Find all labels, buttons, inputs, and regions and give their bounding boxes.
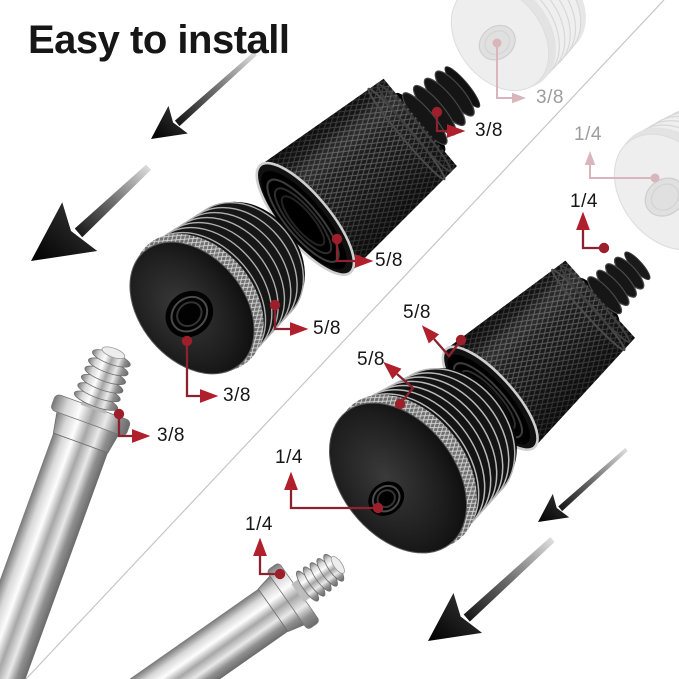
annotations-layer: [113, 38, 660, 580]
leader-ghost-right-1-4: [584, 151, 655, 179]
leader-midleft-female-3-8: [185, 341, 219, 403]
mid-left-adapter-3-8-to-5-8: [129, 201, 305, 375]
leader-right-male-1-4: [576, 211, 604, 250]
label-bottomdisc-adapter-male-thread: 5/8: [357, 349, 385, 370]
dot-ghost-right-1-4: [650, 173, 660, 183]
swoosh-arrow-upper-left-big: [31, 164, 151, 261]
leader-bottomdisc-female-1-4: [284, 471, 378, 510]
ghost-adapter-right: [613, 104, 679, 251]
label-ghost-top-adapter-thread: 3/8: [536, 87, 564, 108]
dot-ghost-top-3-8: [492, 38, 502, 48]
diagonal-divider-line: [25, 0, 665, 679]
dot-top-female-5-8: [331, 233, 343, 245]
label-bottom-rod-thread: 1/4: [245, 514, 273, 535]
label-right-adapter-female-thread: 5/8: [403, 302, 431, 323]
leader-top-female-5-8: [335, 239, 374, 268]
label-ghost-right-adapter-thread: 1/4: [574, 124, 602, 145]
dot-midleft-female-3-8: [181, 335, 193, 347]
label-left-rod-thread: 3/8: [157, 425, 185, 446]
leader-midleft-male-5-8: [273, 305, 309, 336]
bottom-mic-stand-rod: [96, 553, 345, 679]
dot-bottomdisc-female-1-4: [372, 502, 384, 514]
leader-top-male-3-8: [435, 113, 466, 138]
swoosh-arrow-lower-right-small: [538, 447, 628, 522]
dot-midleft-male-5-8: [269, 299, 281, 311]
dot-right-male-1-4: [598, 242, 610, 254]
left-mic-stand-rod: [0, 346, 131, 679]
dot-left-rod-3-8: [113, 408, 125, 420]
dot-bottomdisc-male-5-8: [394, 398, 406, 410]
leader-bottom-rod-1-4: [253, 537, 280, 576]
swoosh-arrow-upper-left-small: [151, 51, 257, 139]
label-top-adapter-female-thread: 5/8: [375, 250, 403, 271]
label-midleft-adapter-female-thread: 3/8: [223, 385, 251, 406]
dot-right-female-5-8: [455, 334, 467, 346]
label-top-adapter-male-thread: 3/8: [475, 120, 503, 141]
ghost-adapter-top: [450, 0, 586, 92]
leader-bottomdisc-male-5-8: [383, 361, 415, 405]
label-midleft-adapter-male-thread: 5/8: [313, 318, 341, 339]
page-title: Easy to install: [28, 18, 290, 62]
dot-bottom-rod-1-4: [274, 568, 286, 580]
leader-left-rod-3-8: [117, 414, 151, 443]
label-right-adapter-male-thread: 1/4: [570, 191, 598, 212]
dot-top-male-3-8: [431, 106, 443, 118]
leader-ghost-top-3-8: [496, 43, 526, 104]
swoosh-arrow-lower-right-big: [428, 536, 555, 641]
label-bottomdisc-adapter-female-thread: 1/4: [275, 447, 303, 468]
leader-right-female-5-8: [421, 325, 462, 358]
